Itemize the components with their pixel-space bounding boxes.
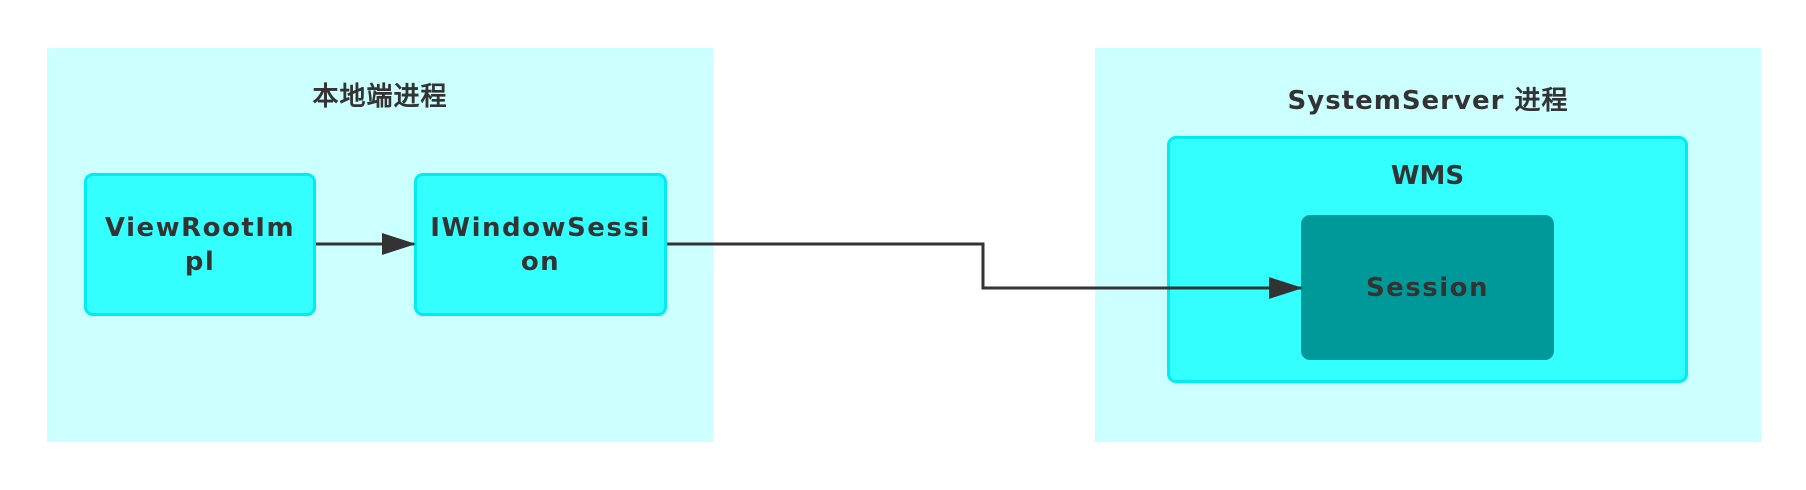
session-node: Session	[1301, 215, 1554, 360]
view-root-impl-label-line2: pl	[184, 246, 216, 277]
arrow-iwindowsession-to-session	[667, 242, 1303, 299]
wms-title: WMS	[1390, 161, 1465, 191]
iwindow-session-label-line2: on	[520, 246, 561, 277]
view-root-impl-node: ViewRootIm pl	[84, 173, 316, 316]
iwindow-session-label-line1: IWindowSessi	[430, 212, 651, 243]
view-root-impl-label-line1: ViewRootIm	[104, 212, 296, 243]
iwindow-session-node: IWindowSessi on	[414, 173, 667, 316]
session-label: Session	[1365, 272, 1490, 303]
local-process-title: 本地端进程	[312, 82, 448, 112]
system-server-title: SystemServer 进程	[1287, 86, 1569, 116]
